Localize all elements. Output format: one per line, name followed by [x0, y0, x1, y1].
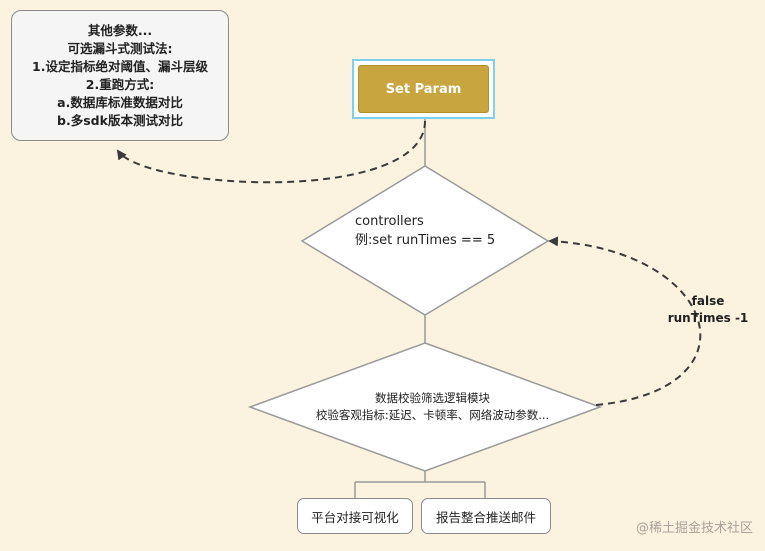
note-line: a.数据库标准数据对比	[57, 94, 183, 110]
validation-metrics-line: 校验客观指标:延迟、卡顿率、网络波动参数...	[315, 408, 550, 422]
dashed-arrow-param-to-note	[116, 120, 426, 184]
controllers-line: controllers	[355, 214, 424, 229]
set-param-label: Set Param	[385, 81, 462, 97]
runtimes-condition-line: 例:set runTimes == 5	[355, 233, 496, 248]
report-email-label: 报告整合推送邮件	[435, 509, 536, 525]
note-line: 其他参数...	[87, 22, 153, 38]
validation-decision-text: 数据校验筛选逻辑模块 校验客观指标:延迟、卡顿率、网络波动参数...	[280, 390, 585, 424]
loop-false-label: false	[691, 294, 725, 308]
loop-decrement-label: runTimes -1	[667, 311, 749, 325]
note-line: 2.重跑方式:	[85, 76, 155, 92]
parameters-note-box: 其他参数... 可选漏斗式测试法: 1.设定指标绝对阈值、漏斗层级 2.重跑方式…	[11, 10, 229, 141]
note-line: 1.设定指标绝对阈值、漏斗层级	[32, 58, 208, 74]
platform-visualization-label: 平台对接可视化	[311, 509, 399, 525]
loop-condition-label: false runTimes -1	[662, 293, 754, 327]
platform-visualization-box[interactable]: 平台对接可视化	[297, 498, 413, 534]
report-email-box[interactable]: 报告整合推送邮件	[421, 498, 551, 534]
set-param-node-frame[interactable]: Set Param	[352, 59, 495, 119]
note-line: 可选漏斗式测试法:	[67, 40, 173, 56]
set-param-node[interactable]: Set Param	[358, 65, 489, 113]
validation-module-line: 数据校验筛选逻辑模块	[375, 391, 490, 405]
validation-decision-diamond	[247, 342, 603, 472]
controllers-decision-diamond	[300, 165, 550, 316]
connector-validation-to-outputs	[354, 471, 486, 498]
note-line: b.多sdk版本测试对比	[57, 112, 183, 128]
controllers-decision-text: controllers 例:set runTimes == 5	[355, 212, 495, 250]
watermark: @稀土掘金技术社区	[635, 521, 753, 536]
dashed-loop-arrow	[548, 236, 702, 406]
